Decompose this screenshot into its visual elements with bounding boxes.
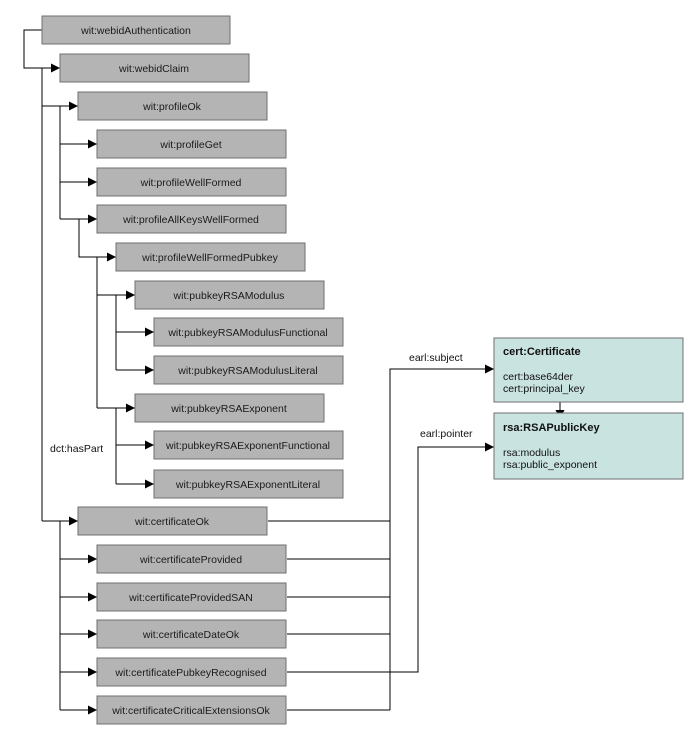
class-rsa-public-key: rsa:RSAPublicKey rsa:modulus rsa:public_… <box>493 412 684 480</box>
node-profile-well-formed-pubkey: wit:profileWellFormedPubkey <box>115 242 306 272</box>
edge-wellformedpubkey <box>78 219 116 262</box>
node-pubkey-rsa-exponent-functional: wit:pubkeyRSAExponentFunctional <box>153 430 344 460</box>
class-attribute: rsa:public_exponent <box>503 459 597 471</box>
node-label: wit:certificatePubkeyRecognised <box>114 667 266 679</box>
node-label: wit:pubkeyRSAExponentFunctional <box>165 440 330 452</box>
edge-pointer <box>287 442 494 673</box>
node-label: wit:profileWellFormedPubkey <box>141 252 279 264</box>
node-pubkey-rsa-modulus-functional: wit:pubkeyRSAModulusFunctional <box>153 317 344 347</box>
node-pubkey-rsa-modulus-literal: wit:pubkeyRSAModulusLiteral <box>153 355 344 385</box>
node-label: wit:certificateDateOk <box>142 629 240 641</box>
node-profile-well-formed: wit:profileWellFormed <box>96 167 287 197</box>
class-attribute: cert:principal_key <box>503 383 585 395</box>
node-certificate-date-ok: wit:certificateDateOk <box>96 619 287 649</box>
class-boxes: cert:Certificate cert:base64der cert:pri… <box>493 337 684 480</box>
node-profile-all-keys-well-formed: wit:profileAllKeysWellFormed <box>96 204 287 234</box>
earl-pointer-label: earl:pointer <box>420 428 473 440</box>
node-label: wit:certificateCriticalExtensionsOk <box>111 705 270 717</box>
node-pubkey-rsa-exponent-literal: wit:pubkeyRSAExponentLiteral <box>153 469 344 499</box>
earl-subject-label: earl:subject <box>409 352 463 364</box>
node-label: wit:pubkeyRSAExponentLiteral <box>175 479 320 491</box>
node-label: wit:pubkeyRSAModulusFunctional <box>167 327 327 339</box>
node-label: wit:certificateProvidedSAN <box>128 592 253 604</box>
node-pubkey-rsa-exponent: wit:pubkeyRSAExponent <box>134 393 325 423</box>
node-label: wit:profileAllKeysWellFormed <box>122 214 259 226</box>
edge-subject-bus <box>389 364 494 710</box>
class-cert-certificate: cert:Certificate cert:base64der cert:pri… <box>493 337 684 403</box>
edge-labels: dct:hasPart earl:subject earl:pointer <box>50 352 473 455</box>
test-nodes: wit:webidAuthentication wit:webidClaim w… <box>41 15 344 725</box>
node-profile-get: wit:profileGet <box>96 129 287 159</box>
node-label: wit:certificateProvided <box>139 554 242 566</box>
node-label: wit:pubkeyRSAModulus <box>173 290 285 302</box>
node-certificate-provided: wit:certificateProvided <box>96 544 287 574</box>
node-label: wit:profileGet <box>159 139 221 151</box>
node-label: wit:profileWellFormed <box>140 177 242 189</box>
node-label: wit:pubkeyRSAModulusLiteral <box>177 365 317 377</box>
node-label: wit:pubkeyRSAExponent <box>170 403 287 415</box>
node-certificate-critical-extensions-ok: wit:certificateCriticalExtensionsOk <box>96 695 287 725</box>
node-webid-claim: wit:webidClaim <box>59 53 250 83</box>
node-pubkey-rsa-modulus: wit:pubkeyRSAModulus <box>134 280 325 310</box>
class-attribute: cert:base64der <box>503 371 574 383</box>
node-certificate-provided-san: wit:certificateProvidedSAN <box>96 582 287 612</box>
node-label: wit:webidAuthentication <box>80 25 191 37</box>
node-label: wit:certificateOk <box>134 516 210 528</box>
class-attribute: rsa:modulus <box>503 447 560 459</box>
node-label: wit:profileOk <box>142 101 202 113</box>
node-label: wit:webidClaim <box>118 63 189 75</box>
has-part-label: dct:hasPart <box>50 443 103 455</box>
edges <box>23 29 565 715</box>
node-webid-authentication: wit:webidAuthentication <box>41 15 231 45</box>
node-profile-ok: wit:profileOk <box>77 91 268 121</box>
class-title: cert:Certificate <box>503 346 581 358</box>
class-title: rsa:RSAPublicKey <box>503 422 600 434</box>
node-certificate-ok: wit:certificateOk <box>77 506 268 536</box>
node-certificate-pubkey-recognised: wit:certificatePubkeyRecognised <box>96 657 287 687</box>
